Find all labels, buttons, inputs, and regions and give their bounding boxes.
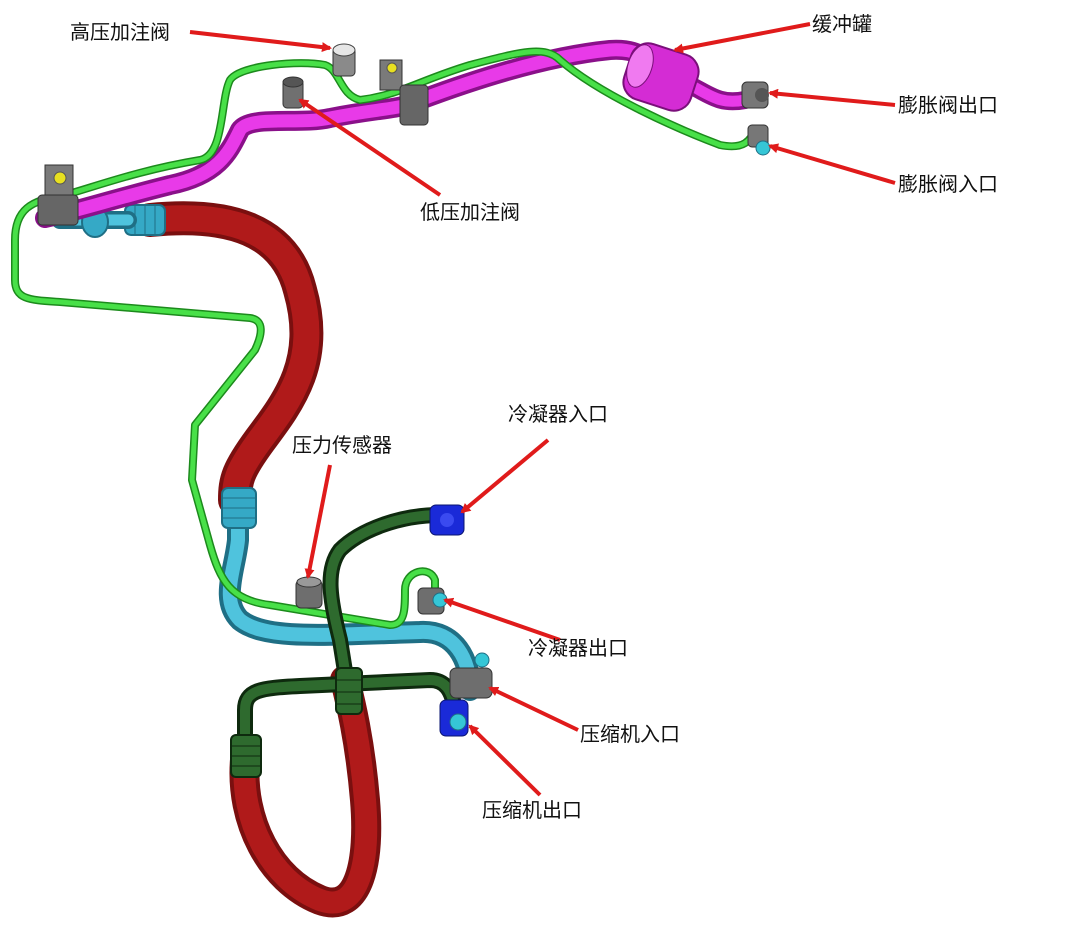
arrow-buffer-tank bbox=[673, 22, 811, 54]
label-expansion-valve-inlet: 膨胀阀入口 bbox=[898, 172, 998, 196]
label-compressor-inlet: 压缩机入口 bbox=[580, 722, 680, 746]
label-condenser-outlet: 冷凝器出口 bbox=[528, 636, 628, 660]
arrow-expansion-valve-outlet bbox=[768, 88, 896, 107]
label-pressure-sensor: 压力传感器 bbox=[292, 433, 392, 457]
label-low-pressure-valve: 低压加注阀 bbox=[420, 200, 520, 224]
fittings bbox=[37, 43, 771, 737]
label-condenser-inlet: 冷凝器入口 bbox=[508, 402, 608, 426]
arrow-compressor-outlet bbox=[468, 724, 542, 797]
label-compressor-outlet: 压缩机出口 bbox=[482, 798, 582, 822]
red-hose bbox=[133, 201, 382, 918]
label-expansion-valve-outlet: 膨胀阀出口 bbox=[898, 93, 998, 117]
arrow-expansion-valve-inlet bbox=[768, 143, 896, 185]
arrow-condenser-outlet bbox=[443, 597, 561, 642]
label-buffer-tank: 缓冲罐 bbox=[812, 12, 872, 36]
arrow-high-pressure-valve bbox=[189, 30, 332, 53]
arrow-condenser-inlet bbox=[460, 438, 550, 514]
arrow-low-pressure-valve bbox=[298, 98, 442, 197]
buffer-tank bbox=[622, 42, 700, 112]
annotation-arrows bbox=[189, 22, 896, 797]
green-pipe bbox=[11, 47, 759, 629]
arrow-pressure-sensor bbox=[304, 464, 332, 579]
label-high-pressure-valve: 高压加注阀 bbox=[70, 20, 170, 44]
arrow-compressor-inlet bbox=[488, 686, 579, 732]
